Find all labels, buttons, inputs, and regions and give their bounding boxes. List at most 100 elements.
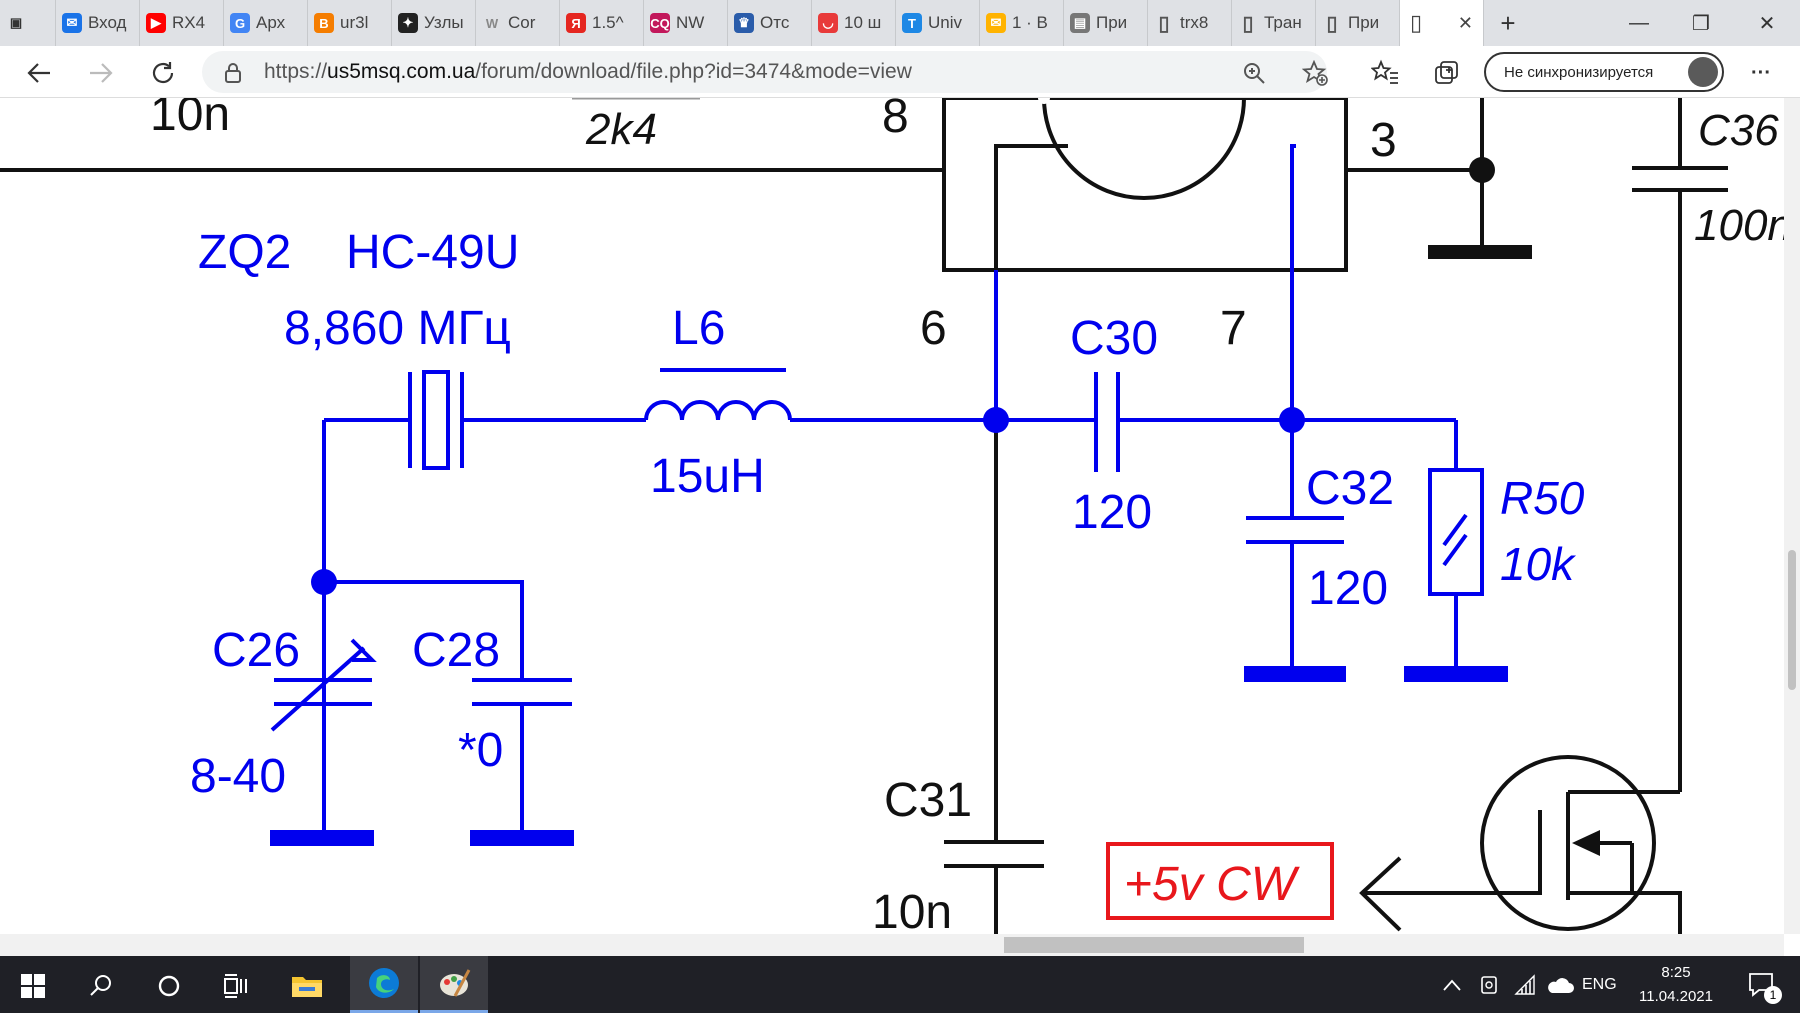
mail-icon: ✉	[62, 13, 82, 33]
restore-button[interactable]: ❐	[1692, 12, 1710, 35]
notifications-button[interactable]: 1	[1740, 956, 1784, 1013]
vertical-scrollbar[interactable]	[1784, 98, 1800, 934]
language-indicator[interactable]: ENG	[1582, 975, 1617, 993]
mosfet-source	[1566, 792, 1682, 934]
sync-profile-button[interactable]: Не синхронизируется	[1484, 52, 1724, 92]
tab-15[interactable]: ▯Тран	[1232, 0, 1316, 46]
l6-coil	[644, 400, 792, 421]
lock-icon	[225, 63, 241, 83]
tab-13[interactable]: ▤ При	[1064, 0, 1148, 46]
tab-16[interactable]: ▯При	[1316, 0, 1400, 46]
tab-actions-icon: ▣	[9, 15, 23, 30]
wire-c28	[324, 580, 524, 680]
label-c32: C32	[1306, 462, 1394, 515]
more-menu-button[interactable]: ···	[1751, 61, 1771, 84]
c26-trim-arrow	[270, 638, 377, 732]
tab-2[interactable]: ▶RX4	[140, 0, 224, 46]
close-window-button[interactable]: ✕	[1758, 12, 1776, 35]
emblem-icon: ♛	[734, 13, 754, 33]
wire-pin6-inner	[994, 144, 1068, 270]
label-10n-top: 10n	[150, 98, 230, 141]
search-button[interactable]	[76, 966, 126, 1006]
ic-body	[942, 98, 1348, 272]
onedrive-button[interactable]	[1546, 956, 1574, 1013]
edge-icon	[369, 968, 399, 998]
network-button[interactable]	[1514, 956, 1538, 1013]
cortana-button[interactable]	[144, 966, 194, 1006]
add-favorite-icon[interactable]	[1302, 60, 1328, 86]
label-pin7: 7	[1220, 302, 1247, 355]
folder-icon	[292, 977, 322, 997]
sync-label: Не синхронизируется	[1504, 63, 1654, 81]
books-icon: ▤	[1070, 13, 1090, 33]
label-pin8: 8	[882, 98, 909, 143]
label-l6-value: 15uH	[650, 450, 765, 503]
close-tab-icon[interactable]: ✕	[1457, 12, 1473, 33]
clock[interactable]: 8:25 11.04.2021	[1628, 956, 1724, 1013]
label-crystal-type: HC-49U	[346, 226, 519, 279]
label-c26-value: 8-40	[190, 750, 286, 803]
refresh-button[interactable]	[146, 56, 180, 90]
label-l6: L6	[672, 302, 725, 355]
ground-c26	[270, 830, 374, 846]
task-view-button[interactable]	[210, 966, 260, 1006]
avatar	[1688, 57, 1718, 87]
tab-label: 10 ш	[844, 13, 882, 32]
page-icon: ▯	[1242, 12, 1254, 35]
collections-icon	[1435, 61, 1458, 84]
label-crystal-freq: 8,860 МГц	[284, 302, 511, 355]
refresh-icon	[152, 62, 174, 84]
ground-c32	[1244, 666, 1346, 682]
notification-count-badge: 1	[1764, 986, 1782, 1004]
translate-icon: T	[902, 13, 922, 33]
active-tab[interactable]: ▯✕	[1400, 0, 1484, 46]
tab-label: RX4	[172, 13, 206, 32]
new-tab-button[interactable]: +	[1500, 7, 1516, 38]
tab-0[interactable]: ▣	[0, 0, 56, 46]
start-button[interactable]	[8, 966, 58, 1006]
tab-9[interactable]: ♛Отс	[728, 0, 812, 46]
device-icon	[1481, 975, 1497, 994]
file-explorer-button[interactable]	[282, 966, 332, 1006]
tab-label: При	[1096, 13, 1128, 32]
tab-label: NW	[676, 13, 705, 32]
pocket-icon: ◡	[818, 13, 838, 33]
r50-marks	[1442, 513, 1468, 567]
collections-button[interactable]	[1430, 56, 1464, 90]
favorites-button[interactable]	[1368, 56, 1402, 90]
forward-button[interactable]	[84, 56, 118, 90]
wifi-icon	[1514, 973, 1535, 995]
plus-star-icon: ✦	[398, 13, 418, 33]
zoom-icon[interactable]	[1242, 61, 1266, 85]
tab-10[interactable]: ◡ 10 ш	[812, 0, 896, 46]
search-icon	[90, 975, 111, 996]
tab-label: При	[1348, 13, 1380, 32]
url-field[interactable]: https://us5msq.com.ua/forum/download/fil…	[202, 51, 1328, 93]
cortana-icon	[158, 975, 180, 997]
show-hidden-icons-button[interactable]	[1442, 956, 1462, 1013]
ground-pin3	[1428, 245, 1532, 259]
tab-12[interactable]: ✉1 · B	[980, 0, 1064, 46]
minimize-button[interactable]: —	[1629, 11, 1649, 34]
horizontal-scrollbar[interactable]	[0, 934, 1784, 956]
vertical-scroll-thumb[interactable]	[1788, 550, 1796, 690]
tab-1[interactable]: ✉Вход	[56, 0, 140, 46]
tab-5[interactable]: ✦Узлы	[392, 0, 476, 46]
mosfet-arrow	[1572, 830, 1600, 856]
paint-button[interactable]	[420, 956, 488, 1013]
meet-now-button[interactable]	[1478, 956, 1500, 1013]
paint-icon	[440, 969, 471, 997]
windows-logo-icon	[21, 974, 45, 998]
edge-button[interactable]	[350, 956, 418, 1013]
back-button[interactable]	[22, 56, 56, 90]
clock-date: 11.04.2021	[1639, 987, 1713, 1005]
tab-14[interactable]: ▯trx8	[1148, 0, 1232, 46]
horizontal-scroll-thumb[interactable]	[1004, 937, 1304, 953]
